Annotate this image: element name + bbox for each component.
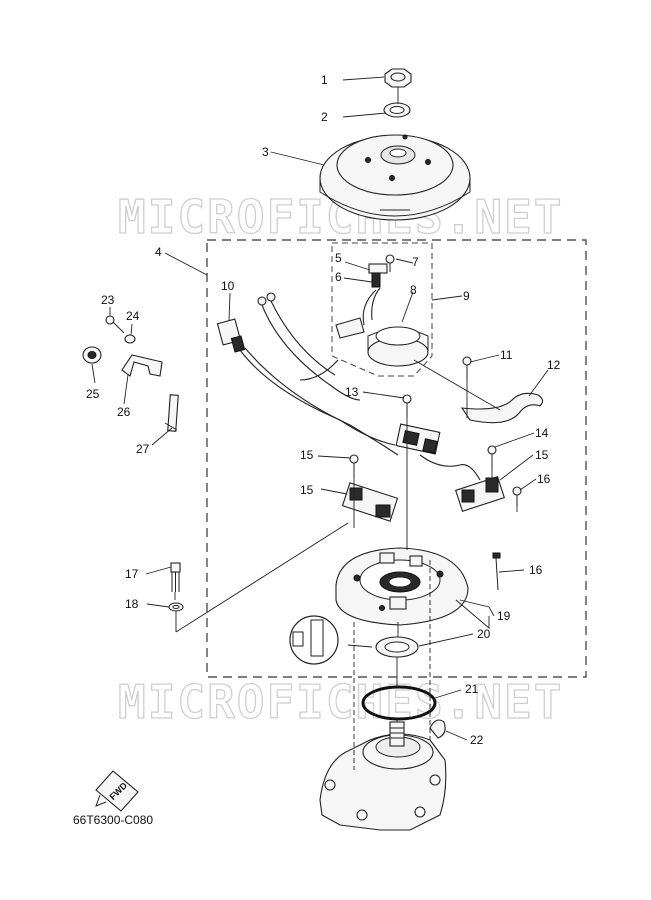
- callout-8: 6: [335, 270, 342, 284]
- callout-labels: 1 2 3 4 5 6 7 8 9 10 11 12 13 14 15 15 1…: [86, 73, 561, 747]
- callout-17: 21: [465, 682, 479, 696]
- callout-10: 15: [300, 483, 314, 497]
- watermark-bottom: MICROFICHES.NET: [118, 675, 563, 729]
- fwd-arrow-icon: FWD: [95, 770, 139, 812]
- stator-bolt-washer: [168, 602, 184, 612]
- coil-upper: [395, 423, 441, 455]
- callout-2: 4: [155, 245, 162, 259]
- oil-seal: [375, 636, 419, 658]
- callout-15-left: 15: [300, 448, 314, 462]
- assembly-lines: [164, 87, 518, 770]
- callout-19: 18: [125, 597, 139, 611]
- ground-lead: [167, 394, 179, 432]
- callout-26: 25: [86, 387, 100, 401]
- diagram-code: 66T6300-C080: [73, 813, 153, 827]
- callout-leaders: [91, 76, 549, 741]
- pulser-coil: [335, 287, 429, 367]
- bracket-screw: [105, 315, 125, 334]
- callout-14: 15: [535, 448, 549, 462]
- pulser-screw: [385, 254, 395, 272]
- wire-retainer: [460, 392, 544, 424]
- flywheel-rotor: [319, 134, 471, 221]
- callout-12: 10: [221, 279, 235, 293]
- callout-5: 9: [463, 289, 470, 303]
- coil-screw-left: [349, 454, 359, 478]
- callout-18: 17: [125, 567, 139, 581]
- charge-coil-screw: [512, 486, 522, 506]
- callout-15-upper: 13: [345, 385, 359, 399]
- callout-15-right: 14: [535, 426, 549, 440]
- callout-16-upper: 11: [500, 348, 513, 362]
- wire-harness: [216, 292, 481, 481]
- callout-13: 16: [529, 563, 543, 577]
- coil-screw-upper: [402, 394, 412, 418]
- callout-27: 27: [136, 442, 150, 456]
- callout-4: 20: [477, 627, 491, 641]
- callout-9: 7: [412, 255, 419, 269]
- pulser-coil-outline: [331, 242, 433, 377]
- callout-20: 22: [470, 733, 484, 747]
- bracket-plate: [121, 354, 163, 377]
- crankcase: [319, 721, 447, 831]
- flywheel-washer: [383, 102, 411, 118]
- callout-3: 19: [497, 609, 511, 623]
- callout-1: 3: [262, 145, 269, 159]
- grommet: [82, 346, 102, 364]
- wire-clamp: [492, 552, 501, 591]
- callout-22: 2: [321, 110, 328, 124]
- stator-base-plate: [335, 547, 469, 626]
- o-ring: [361, 685, 437, 721]
- stator-assembly-outline: [206, 239, 587, 678]
- callout-11: 12: [547, 358, 561, 372]
- bracket-washer: [124, 334, 136, 344]
- callout-25: 24: [126, 309, 140, 323]
- retainer-screw: [462, 356, 472, 380]
- callout-6: 5: [335, 251, 342, 265]
- callout-16-lower: 16: [537, 472, 551, 486]
- charge-coil: [454, 476, 506, 512]
- callout-24: 23: [101, 293, 115, 307]
- seal-cap: [429, 719, 446, 739]
- stator-bolt: [170, 562, 181, 592]
- callout-23: 26: [117, 405, 131, 419]
- callout-7: 8: [410, 283, 417, 297]
- pulser-bracket: [368, 263, 388, 288]
- thread-lock-symbol-icon: [289, 615, 339, 665]
- lighting-coil: [341, 482, 399, 522]
- coil-screw-right: [487, 445, 497, 470]
- flywheel-nut: [384, 68, 412, 88]
- callout-21: 1: [321, 73, 328, 87]
